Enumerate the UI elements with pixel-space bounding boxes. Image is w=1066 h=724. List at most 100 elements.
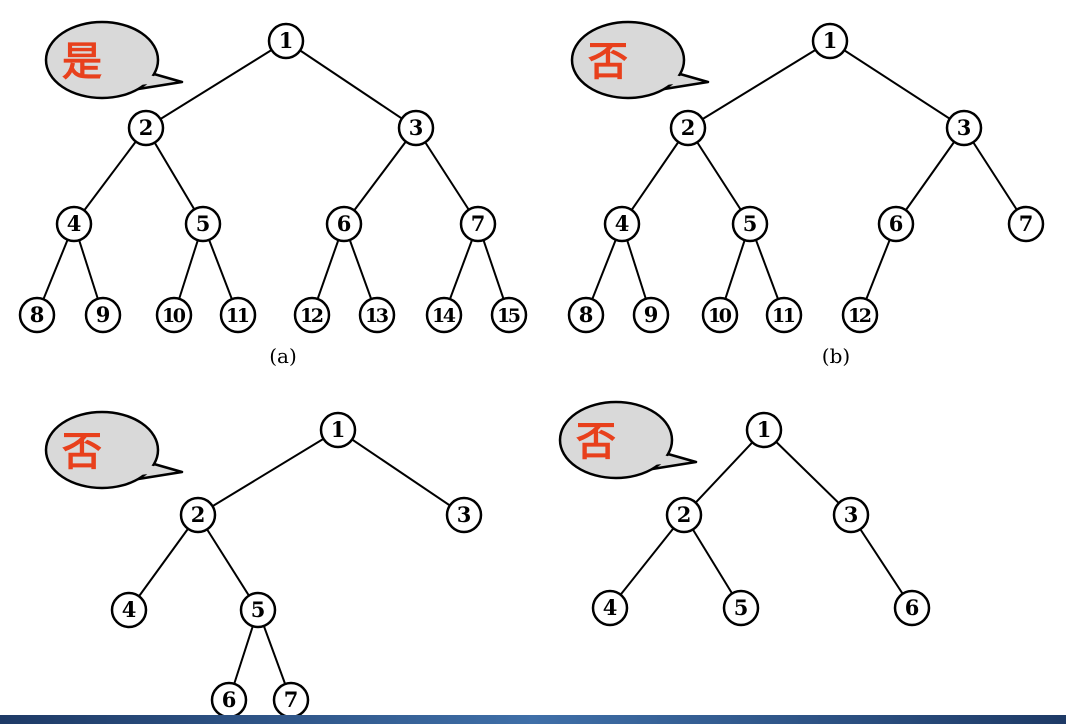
node-label: 14 (432, 305, 456, 327)
callout-label: 否 (588, 39, 628, 85)
node-label: 7 (284, 687, 299, 712)
tree-node: 7 (1007, 205, 1045, 243)
tree-node: 1 (319, 411, 357, 449)
tree-edge (683, 429, 765, 516)
node-label: 7 (471, 211, 486, 236)
tree-edge (415, 127, 479, 225)
node-label: 9 (96, 302, 111, 327)
tree-caption: (a) (269, 344, 297, 368)
tree-node: 4 (110, 591, 148, 629)
tree-edge (128, 514, 199, 611)
tree-node: 7 (459, 205, 497, 243)
tree-node: 2 (665, 496, 703, 534)
node-label: 7 (1019, 211, 1034, 236)
tree-node: 5 (731, 205, 769, 243)
node-label: 5 (743, 211, 758, 236)
tree-node: 8 (567, 296, 605, 334)
node-label: 2 (677, 502, 692, 527)
node-label: 5 (251, 597, 266, 622)
tree-edge (285, 40, 417, 129)
tree-node: 12 (293, 296, 331, 334)
node-label: 15 (497, 305, 521, 327)
node-label: 5 (196, 211, 211, 236)
tree-edge (621, 127, 689, 225)
node-label: 6 (905, 595, 920, 620)
tree-node: 4 (55, 205, 93, 243)
tree-node: 7 (272, 681, 310, 719)
tree-node: 1 (745, 411, 783, 449)
node-label: 2 (191, 502, 206, 527)
tree-edge (895, 127, 965, 225)
callout-label: 否 (576, 419, 616, 465)
tree-node: 14 (425, 296, 463, 334)
tree-node: 13 (358, 296, 396, 334)
node-label: 6 (337, 211, 352, 236)
tree-node: 6 (210, 681, 248, 719)
tree-edge (763, 429, 852, 516)
tree-node: 12 (841, 296, 879, 334)
node-label: 1 (331, 417, 346, 442)
tree-node: 2 (669, 109, 707, 147)
tree-edge (197, 514, 259, 611)
tree-edge (687, 127, 751, 225)
node-label: 3 (844, 502, 859, 527)
tree-node: 6 (877, 205, 915, 243)
node-label: 3 (457, 502, 472, 527)
tree-edge (829, 40, 965, 129)
node-label: 10 (162, 305, 186, 327)
tree-node: 10 (701, 296, 739, 334)
tree-4: 1 2 3 4 5 6 否 (558, 400, 931, 627)
node-label: 1 (823, 28, 838, 53)
tree-edge (850, 514, 913, 609)
node-label: 13 (365, 305, 389, 327)
node-label: 1 (279, 28, 294, 53)
tree-node: 3 (445, 496, 483, 534)
callout-label: 是 (62, 39, 102, 85)
node-label: 12 (300, 305, 324, 327)
node-label: 2 (681, 115, 696, 140)
tree-edge (609, 514, 685, 609)
node-label: 10 (708, 305, 732, 327)
tree-node: 8 (18, 296, 56, 334)
node-label: 4 (615, 211, 630, 236)
tree-edge (197, 429, 339, 516)
tree-node: 2 (127, 109, 165, 147)
speech-bubble-callout: 是 (44, 20, 184, 100)
tree-edge (145, 127, 204, 225)
callout-label: 否 (62, 429, 102, 475)
tree-node: 2 (179, 496, 217, 534)
tree-node: 5 (239, 591, 277, 629)
tree-node: 9 (84, 296, 122, 334)
tree-node: 1 (811, 22, 849, 60)
node-label: 4 (122, 597, 137, 622)
tree-node: 11 (219, 296, 257, 334)
tree-node: 1 (267, 22, 305, 60)
bottom-bar (0, 715, 1066, 724)
speech-bubble-callout: 否 (570, 20, 710, 100)
tree-node: 10 (155, 296, 193, 334)
tree-node: 5 (722, 589, 760, 627)
tree-node: 4 (603, 205, 641, 243)
node-label: 4 (603, 595, 618, 620)
node-label: 9 (644, 302, 659, 327)
node-label: 4 (67, 211, 82, 236)
node-label: 2 (139, 115, 154, 140)
tree-edge (337, 429, 465, 516)
tree-edge (963, 127, 1027, 225)
node-label: 3 (409, 115, 424, 140)
node-label: 5 (734, 595, 749, 620)
tree-node: 6 (325, 205, 363, 243)
tree-edge (343, 127, 417, 225)
speech-bubble-callout: 否 (558, 400, 698, 480)
speech-bubble-callout: 否 (44, 410, 184, 490)
tree-node: 5 (184, 205, 222, 243)
node-label: 12 (848, 305, 872, 327)
node-label: 6 (222, 687, 237, 712)
tree-node: 4 (591, 589, 629, 627)
tree-node: 6 (893, 589, 931, 627)
tree-edge (73, 127, 147, 225)
tree-caption: (b) (822, 344, 850, 368)
node-label: 1 (757, 417, 772, 442)
